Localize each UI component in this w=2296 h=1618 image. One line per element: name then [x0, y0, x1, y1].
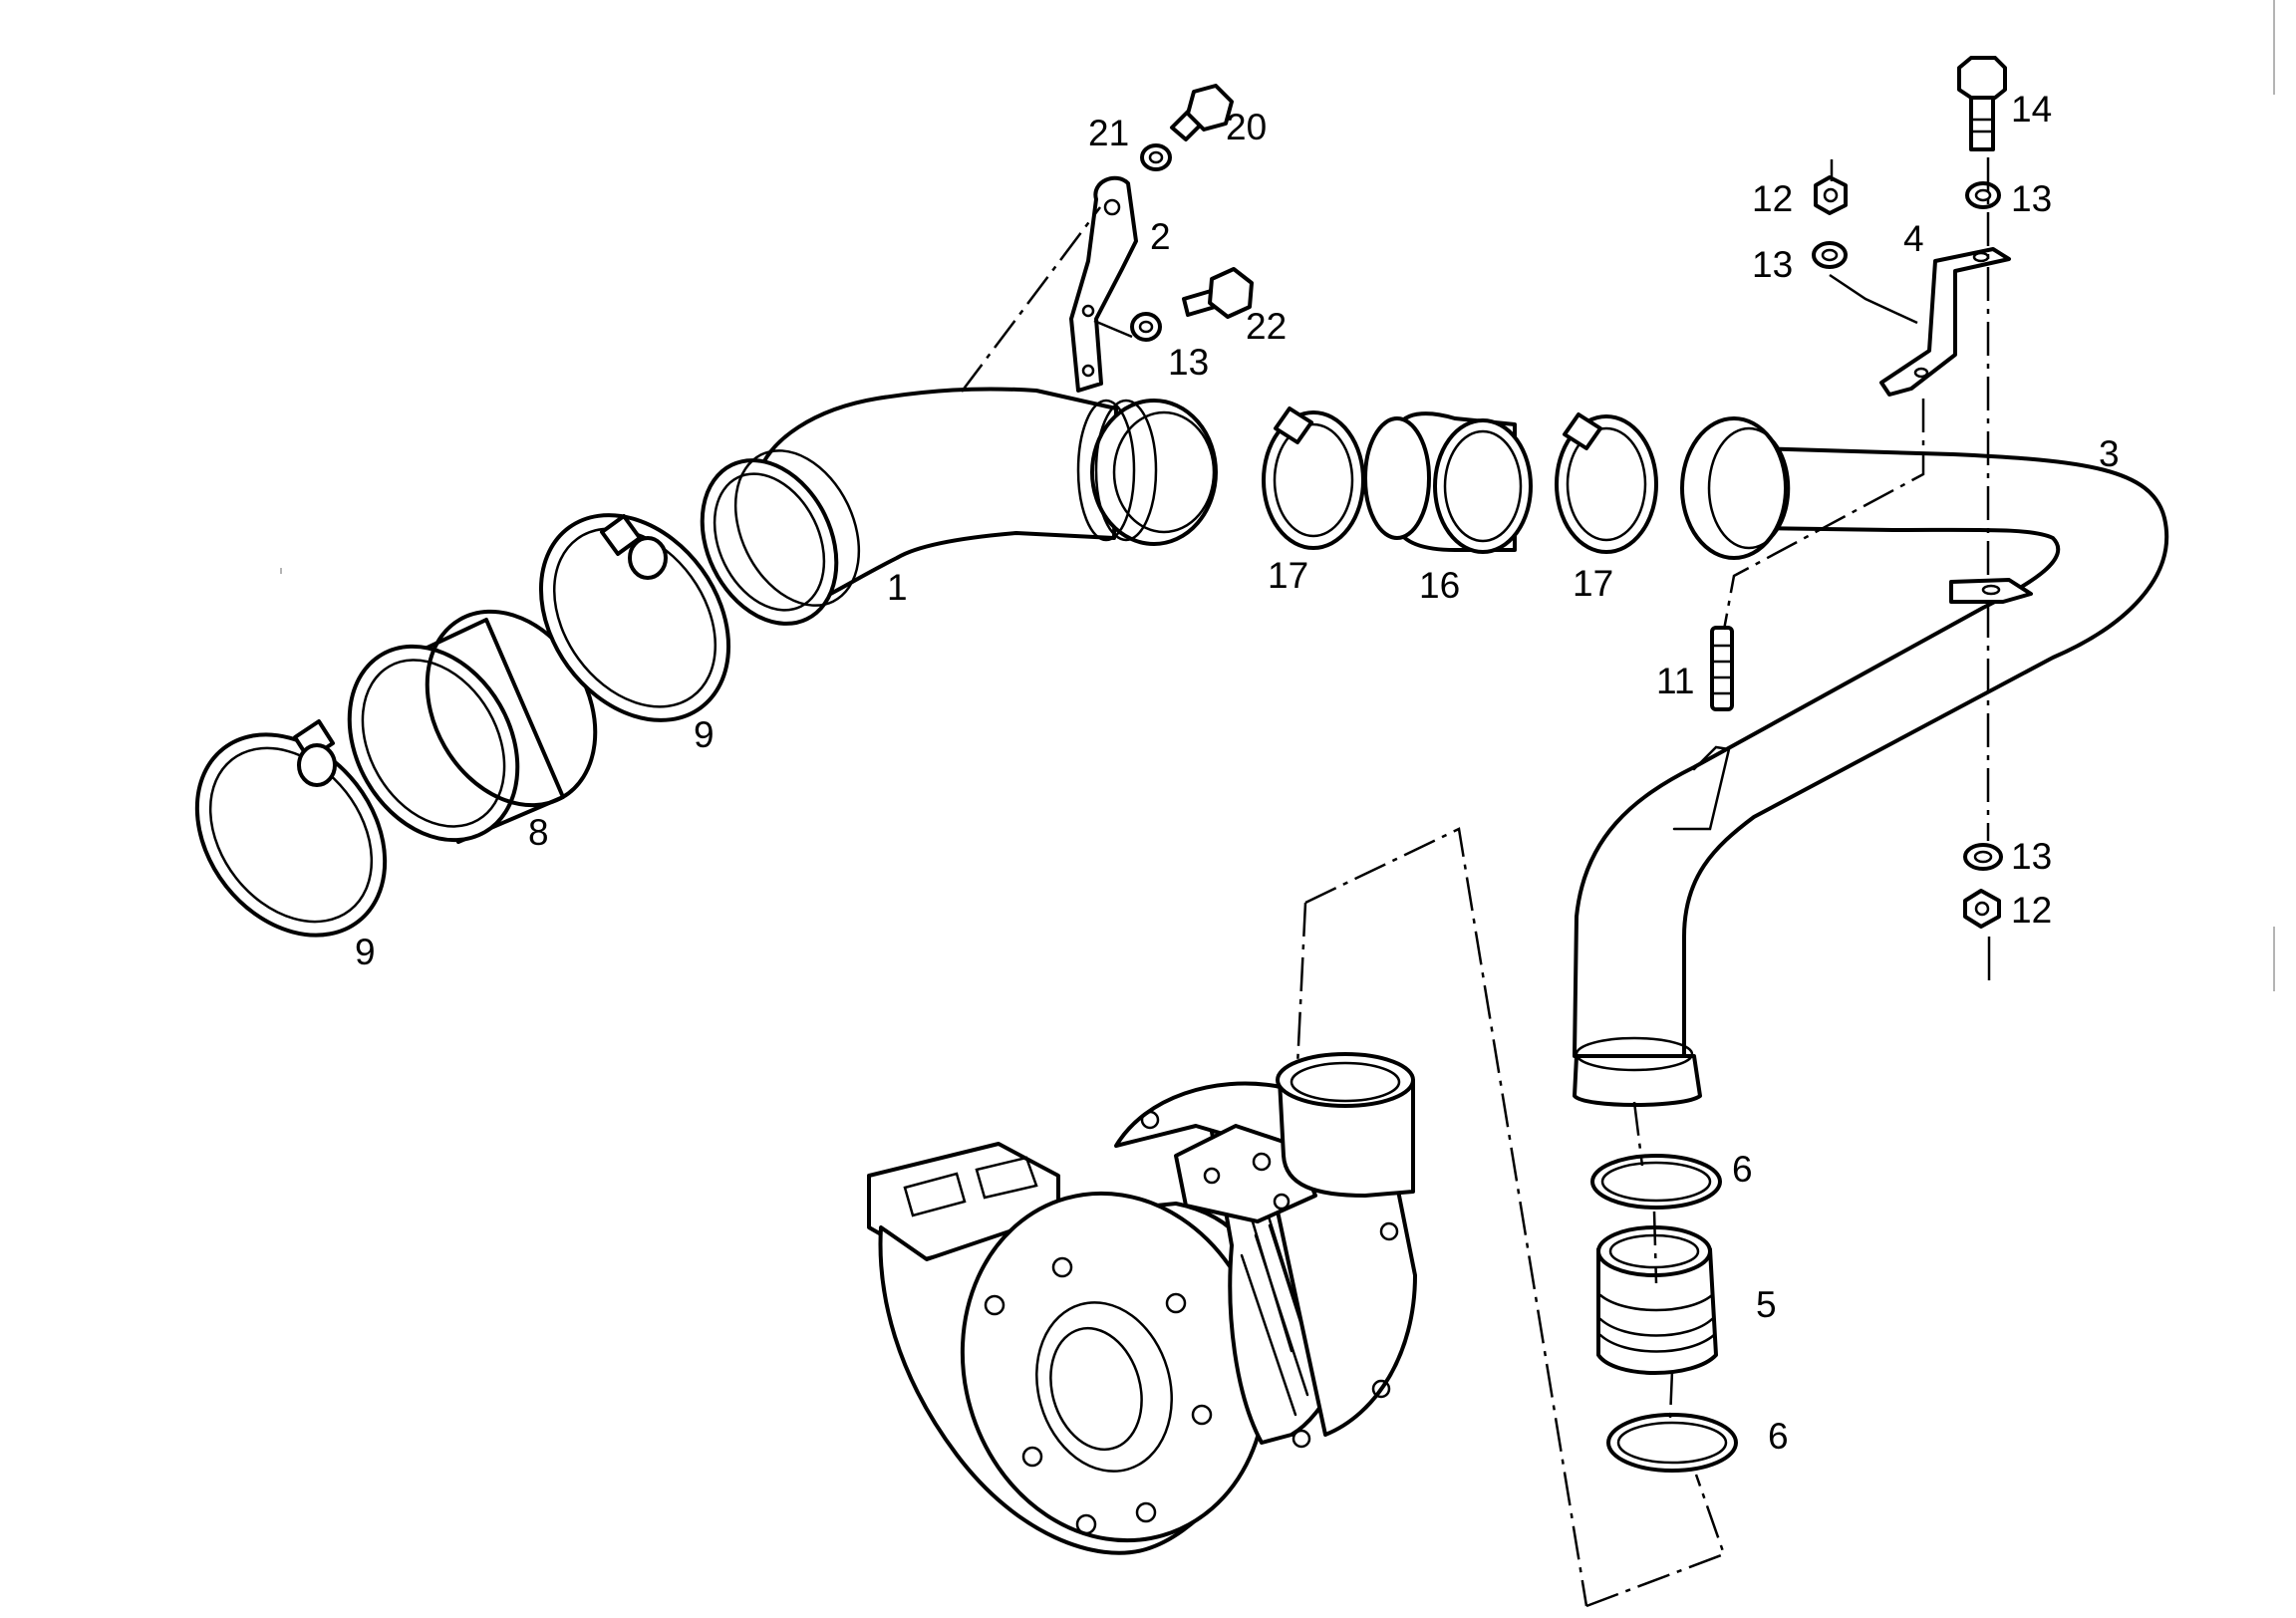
hose-sleeve-16	[1363, 411, 1533, 554]
callout-labels: 1 2 3 4 5 6 6 8 9 9 11 12 12 13 13 13 13…	[355, 89, 2120, 1457]
callout-17-right: 17	[1573, 563, 1613, 604]
washer-21	[1140, 143, 1172, 171]
callout-17-left: 17	[1268, 555, 1308, 596]
callout-9-upper: 9	[694, 714, 715, 755]
callout-14: 14	[2011, 89, 2052, 130]
washer-13-bracket	[1130, 312, 1162, 342]
hose-clamp-17-left	[1262, 406, 1365, 550]
charge-air-pipe-1	[700, 387, 1218, 626]
hose-sleeve-8	[347, 609, 598, 844]
callout-20: 20	[1226, 107, 1267, 147]
callout-2: 2	[1150, 216, 1171, 257]
callout-21: 21	[1088, 113, 1129, 153]
nut-12-top-left	[1814, 175, 1848, 215]
callout-16: 16	[1419, 565, 1460, 606]
callout-5: 5	[1756, 1284, 1777, 1325]
bolt-14	[1957, 56, 2007, 151]
callout-4: 4	[1903, 218, 1924, 259]
callout-13-top-left: 13	[1752, 244, 1793, 285]
o-ring-6-upper	[1590, 1154, 1722, 1210]
callout-12-top: 12	[1752, 178, 1793, 219]
callout-6-upper: 6	[1732, 1149, 1753, 1190]
callout-13-bottom: 13	[2011, 836, 2052, 877]
callout-6-lower: 6	[1768, 1416, 1789, 1457]
nut-12-bottom-right	[1963, 889, 2001, 929]
callout-8: 8	[528, 812, 549, 853]
callout-9-lower: 9	[355, 932, 376, 972]
callout-11: 11	[1656, 661, 1694, 701]
bolt-22	[1182, 267, 1254, 319]
callout-3: 3	[2099, 433, 2120, 474]
hose-clamp-9-upper	[538, 513, 731, 722]
o-ring-6-lower	[1606, 1413, 1738, 1473]
scan-edge-marks	[280, 0, 2275, 991]
callout-22: 22	[1246, 306, 1287, 347]
assembly-leader-lines	[961, 157, 1991, 1608]
stud-11	[1710, 626, 1734, 711]
callout-1: 1	[887, 567, 908, 608]
callout-12-bottom: 12	[2011, 890, 2052, 931]
adapter-sleeve-5	[1596, 1225, 1718, 1375]
callout-13-top-right: 13	[2011, 178, 2052, 219]
washer-13-bottom-right	[1963, 843, 2003, 871]
turbocharger	[867, 1052, 1417, 1555]
charge-air-pipe-3	[1573, 416, 2168, 1107]
hose-clamp-17-right	[1555, 412, 1658, 554]
bolt-20	[1170, 84, 1234, 141]
bracket-4	[1879, 247, 2011, 397]
bracket-2	[1069, 175, 1138, 393]
washer-13-top-right	[1965, 181, 2001, 209]
callout-13-bracket: 13	[1168, 342, 1209, 383]
washer-13-top-left	[1812, 241, 1848, 269]
hose-clamp-9-lower	[194, 719, 388, 938]
